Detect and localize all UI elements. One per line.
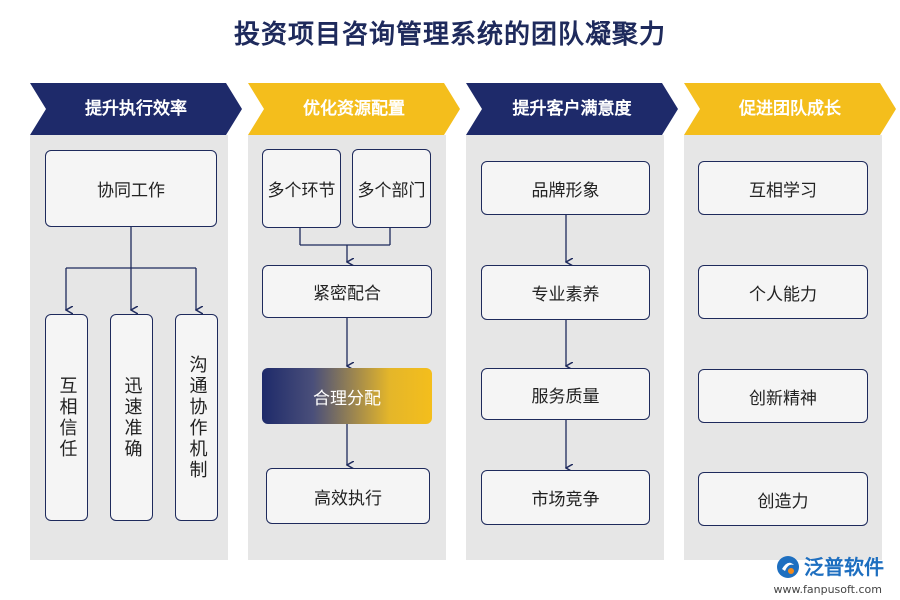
node-multiple-departments: 多个部门 (352, 149, 431, 228)
page-title: 投资项目咨询管理系统的团队凝聚力 (233, 20, 666, 50)
fanpu-logo-icon (777, 556, 799, 578)
node-professionalism: 专业素养 (481, 265, 650, 320)
node-fast-accurate: 迅速准确 (110, 314, 153, 521)
column-heading-4: 促进团队成长 (684, 83, 896, 135)
node-reasonable-allocation: 合理分配 (262, 368, 432, 424)
column-heading-2: 优化资源配置 (248, 83, 460, 135)
node-collaboration: 协同工作 (45, 150, 217, 227)
node-mutual-trust: 互相信任 (45, 314, 88, 521)
node-market-competition: 市场竞争 (481, 470, 650, 525)
fanpu-logo: 泛普软件 (776, 551, 884, 580)
node-communication-mechanism: 沟通协作机制 (175, 314, 218, 521)
node-brand-image: 品牌形象 (481, 161, 650, 215)
node-creativity: 创造力 (698, 472, 868, 526)
logo-url: www.fanpusoft.com (773, 583, 882, 596)
column-heading-3: 提升客户满意度 (466, 83, 678, 135)
node-multiple-stages: 多个环节 (262, 149, 341, 228)
column-heading-1: 提升执行效率 (30, 83, 242, 135)
logo-name: 泛普软件 (804, 555, 884, 579)
node-efficient-execution: 高效执行 (266, 468, 430, 524)
node-mutual-learning: 互相学习 (698, 161, 868, 215)
node-personal-ability: 个人能力 (698, 265, 868, 319)
node-close-cooperation: 紧密配合 (262, 265, 432, 318)
node-service-quality: 服务质量 (481, 368, 650, 420)
node-innovation-spirit: 创新精神 (698, 369, 868, 423)
